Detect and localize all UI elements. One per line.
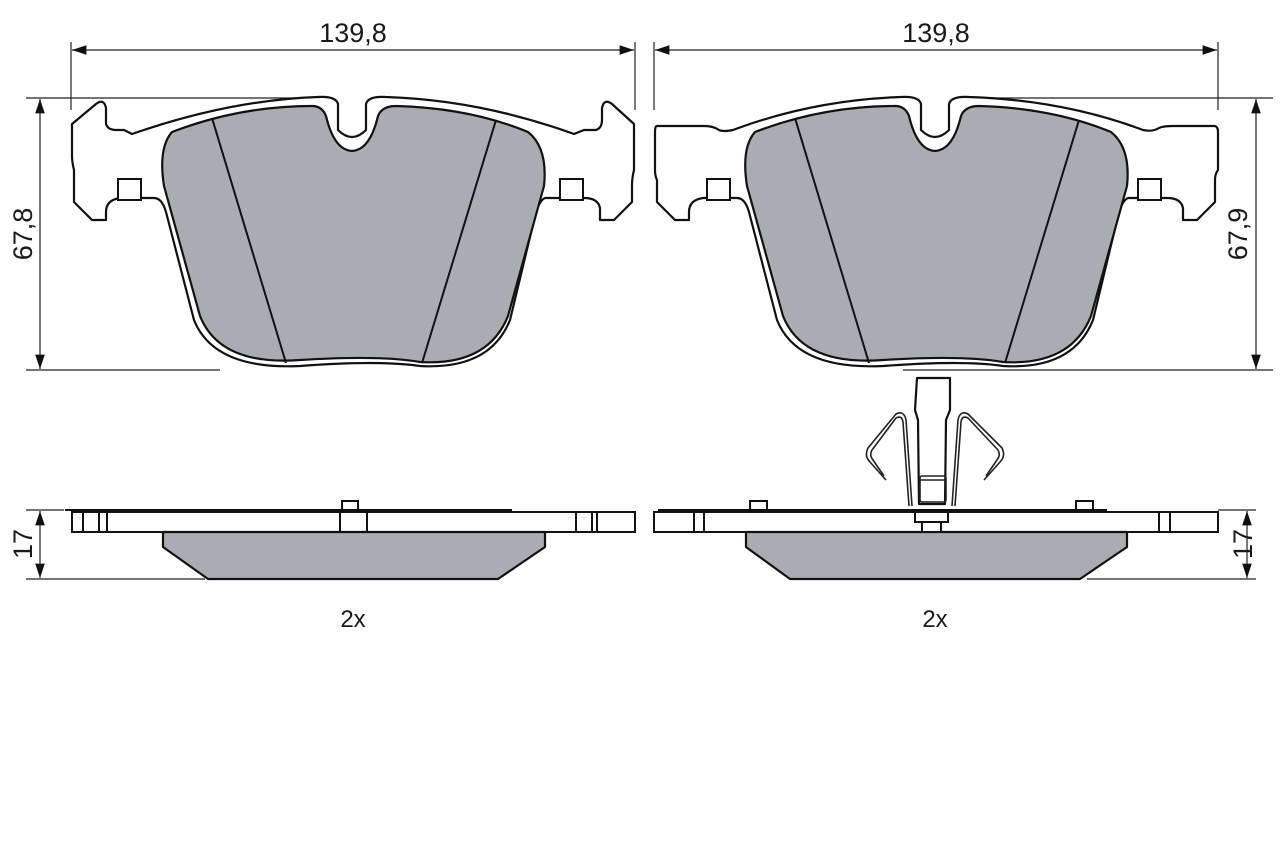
friction-material-side <box>161 530 547 581</box>
thickness-dimension-label: 17 <box>8 529 38 559</box>
clip-base <box>914 511 949 523</box>
sensor-window <box>919 475 947 503</box>
guide-lug <box>1137 178 1162 201</box>
chamfer-line <box>794 117 870 364</box>
backing-plate-side <box>71 511 636 533</box>
side-pin <box>749 500 768 511</box>
sensor-body <box>913 376 952 506</box>
chamfer-line <box>421 119 497 364</box>
height-dimension-label: 67,8 <box>8 208 38 261</box>
quantity-label: 2x <box>922 606 947 633</box>
width-dimension-label: 139,8 <box>902 18 970 48</box>
quantity-label: 2x <box>340 606 365 633</box>
left-pad-side-view: 17 2x <box>8 500 636 633</box>
width-dimension-label: 139,8 <box>319 18 387 48</box>
spring-clip-left <box>865 412 913 507</box>
side-pin <box>341 500 359 511</box>
friction-material <box>161 104 546 364</box>
guide-lug <box>559 178 584 201</box>
chamfer-line <box>211 117 287 364</box>
side-pin <box>1075 500 1094 511</box>
friction-material-side <box>744 530 1129 581</box>
left-pad-front-view: 139,8 67,8 <box>8 18 636 371</box>
friction-material <box>744 104 1129 364</box>
guide-lug <box>117 178 142 201</box>
height-dimension-label: 67,9 <box>1223 208 1253 261</box>
wear-indicator-clip <box>865 376 1005 533</box>
spring-clip-right <box>951 412 1005 507</box>
chamfer-line <box>1004 119 1080 364</box>
thickness-dimension-label: 17 <box>1228 529 1258 559</box>
right-pad-front-view: 139,8 67,9 <box>653 18 1273 371</box>
right-pad-side-view: 17 2x <box>653 376 1258 633</box>
guide-lug <box>706 178 731 201</box>
clip-stem <box>921 521 942 533</box>
